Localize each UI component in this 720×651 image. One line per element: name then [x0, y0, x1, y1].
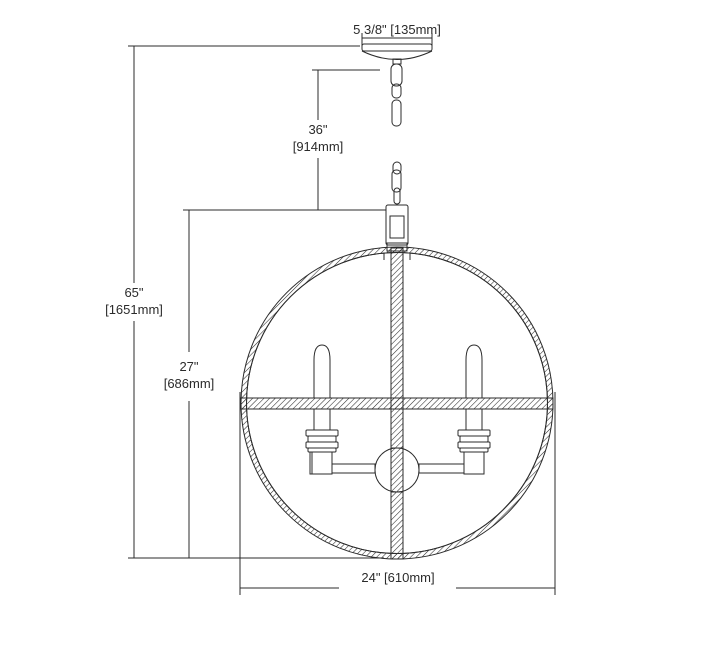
canopy-width-dimension: [361, 33, 433, 46]
fixture-width-dimension: [239, 392, 556, 595]
fixture-height-dimension: [183, 209, 386, 558]
fixture-height-mm-label: [686mm]: [163, 376, 215, 391]
chain-lower: [391, 161, 402, 205]
left-candle: [305, 344, 339, 475]
chain-length-dimension: [312, 69, 380, 210]
horizontal-band: [240, 397, 554, 410]
right-candle: [457, 344, 491, 475]
overall-height-mm-label: [1651mm]: [105, 302, 163, 317]
ceiling-canopy: [361, 43, 433, 65]
overall-height-dimension: [128, 45, 384, 559]
hanging-loop: [385, 204, 409, 252]
chain-length-inch-label: 36": [308, 122, 328, 137]
overall-height-inch-label: 65": [124, 285, 144, 300]
fixture-width-label: 24" [610mm]: [361, 570, 435, 585]
fixture-height-inch-label: 27": [179, 359, 199, 374]
center-hub: [374, 447, 420, 493]
band-fittings: [383, 253, 411, 260]
chain-upper: [390, 63, 403, 127]
canopy-width-label: 5 3/8" [135mm]: [353, 22, 441, 37]
chain-length-mm-label: [914mm]: [292, 139, 344, 154]
